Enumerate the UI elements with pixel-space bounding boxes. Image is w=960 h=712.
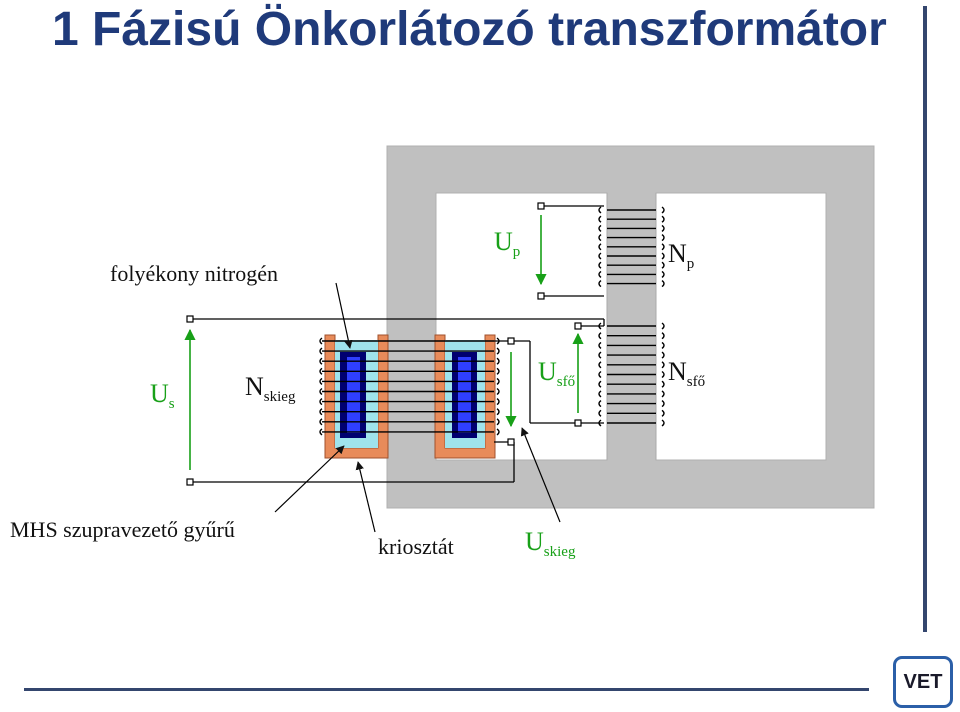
right-border-line (923, 6, 927, 632)
primary-winding-turn (598, 234, 665, 242)
symbol-us: Us (150, 379, 175, 412)
primary-winding-turn (598, 243, 665, 251)
primary-winding-turn (598, 206, 665, 214)
supplementary-winding-turn (319, 418, 500, 426)
symbol-up: Up (494, 227, 520, 260)
supplementary-winding-turn (319, 367, 500, 375)
cryostat-left (324, 334, 389, 459)
secondary-winding-turn (598, 370, 665, 379)
symbol-uskieg: Uskieg (525, 527, 576, 560)
symbol-nsfo: Nsfő (668, 357, 705, 390)
label-liquid-nitrogen: folyékony nitrogén (110, 261, 278, 286)
secondary-winding-turn (598, 361, 665, 369)
leader-arrows (274, 282, 561, 533)
primary-winding-turn (598, 224, 665, 232)
supplementary-winding-turn (319, 428, 500, 436)
mhs-ring-right (458, 357, 471, 433)
windings (319, 206, 665, 436)
vet-logo: VET (893, 656, 953, 708)
primary-winding-turn (598, 215, 665, 223)
primary-winding-turn (598, 252, 665, 260)
page-title: 1 Fázisú Önkorlátozó transzformátor (52, 3, 887, 56)
secondary-winding-turn (598, 409, 665, 417)
secondary-winding-turn (598, 390, 665, 398)
supplementary-winding-turn (319, 357, 500, 365)
label-mhs-ring: MHS szupravezető gyűrű (10, 517, 235, 542)
supplementary-winding-turn (319, 347, 500, 355)
supplementary-winding-turn (319, 398, 500, 406)
symbol-np: Np (668, 239, 694, 272)
primary-winding-turn (598, 261, 665, 269)
supplementary-winding-turn (319, 408, 500, 416)
secondary-winding-turn (598, 351, 665, 359)
mhs-ring-left (347, 357, 360, 433)
bottom-border-line (24, 688, 869, 691)
cryostat-right (434, 334, 496, 459)
terminals (186, 202, 582, 486)
label-cryostat: kriosztát (378, 534, 454, 559)
secondary-winding-turn (598, 380, 665, 388)
primary-winding-turn (598, 280, 665, 288)
secondary-winding-turn (598, 400, 665, 408)
voltage-arrows (184, 215, 584, 470)
secondary-winding-turn (598, 341, 665, 349)
supplementary-winding-turn (319, 377, 500, 385)
supplementary-winding-turn (319, 387, 500, 396)
symbol-nskieg: Nskieg (245, 372, 296, 405)
secondary-winding-turn (598, 332, 665, 340)
primary-winding-turn (598, 270, 665, 278)
symbol-usfo: Usfő (538, 357, 575, 390)
